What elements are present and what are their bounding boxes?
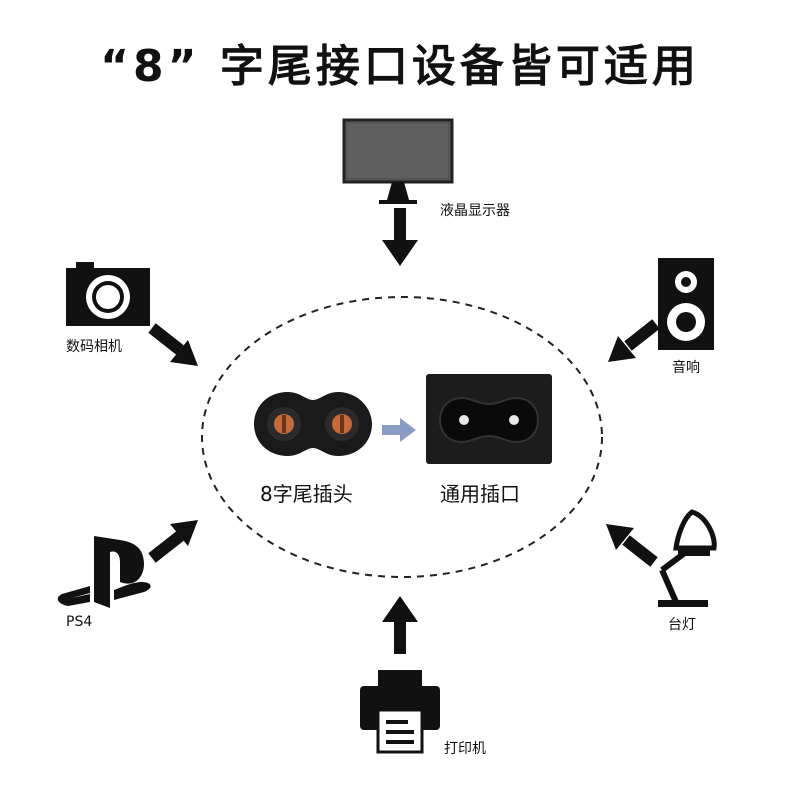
arrow-up-icon bbox=[382, 596, 418, 654]
speaker-icon bbox=[658, 258, 714, 350]
speaker-label: 音响 bbox=[672, 360, 700, 376]
socket-label: 通用插口 bbox=[440, 482, 520, 506]
page-title: “8” 字尾接口设备皆可适用 bbox=[100, 41, 700, 92]
ps4-label: PS4 bbox=[66, 614, 93, 630]
lamp-label: 台灯 bbox=[668, 617, 696, 633]
monitor-label: 液晶显示器 bbox=[440, 203, 510, 219]
arrow-diagonal-icon bbox=[608, 319, 660, 362]
arrow-diagonal-icon bbox=[148, 323, 198, 366]
printer-label: 打印机 bbox=[444, 741, 486, 757]
socket-icon bbox=[426, 374, 552, 464]
printer-icon bbox=[360, 670, 440, 754]
camera-label: 数码相机 bbox=[66, 339, 122, 355]
monitor-icon bbox=[342, 118, 454, 204]
arrow-right-icon bbox=[382, 418, 416, 442]
lamp-icon bbox=[658, 509, 717, 607]
camera-icon bbox=[66, 262, 150, 326]
arrow-diagonal-icon bbox=[148, 520, 198, 563]
figure-8-plug-icon bbox=[254, 392, 372, 456]
playstation-logo-icon bbox=[57, 536, 151, 608]
arrow-down-icon bbox=[382, 208, 418, 266]
plug-label: 8字尾插头 bbox=[260, 482, 353, 506]
arrow-diagonal-icon bbox=[606, 524, 658, 567]
